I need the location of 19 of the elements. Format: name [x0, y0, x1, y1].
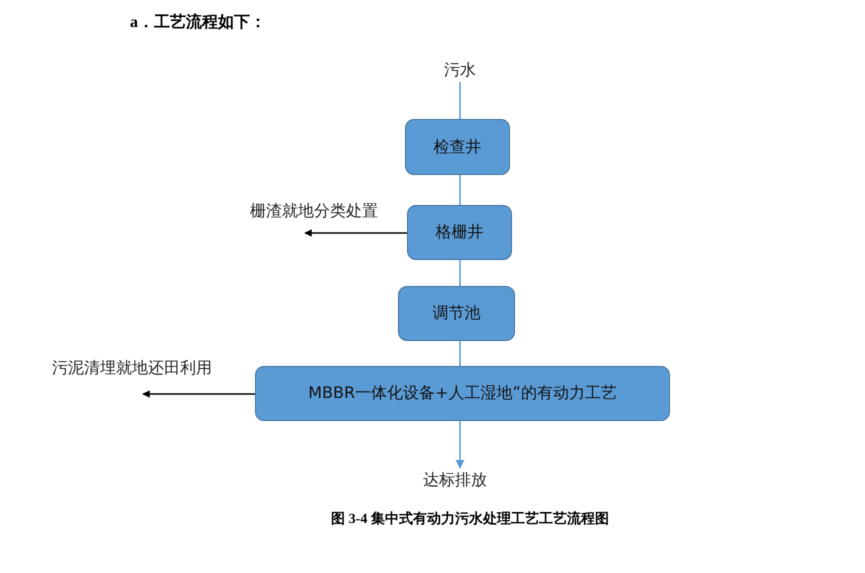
arrow: [304, 229, 407, 237]
arrow: [456, 421, 464, 469]
connector-line: [459, 260, 461, 286]
connector-line: [459, 175, 461, 205]
process-box: [255, 366, 670, 421]
process-box: [405, 119, 510, 175]
box-label: 检查井: [434, 136, 482, 158]
process-box: [407, 205, 512, 260]
box-label: MBBR一体化设备+人工湿地”的有动力工艺: [308, 383, 617, 404]
process-box: [398, 286, 515, 341]
flow-label: 达标排放: [423, 470, 487, 490]
figure-caption: 图 3-4 集中式有动力污水处理工艺工艺流程图: [330, 510, 610, 528]
box-label: 调节池: [432, 303, 480, 324]
flow-label: 污水: [444, 60, 476, 80]
connector-line: [459, 82, 461, 119]
heading: a．工艺流程如下：: [130, 12, 266, 33]
connector-line: [459, 341, 461, 366]
arrow: [142, 390, 255, 398]
box-label: 格栅井: [436, 222, 484, 243]
